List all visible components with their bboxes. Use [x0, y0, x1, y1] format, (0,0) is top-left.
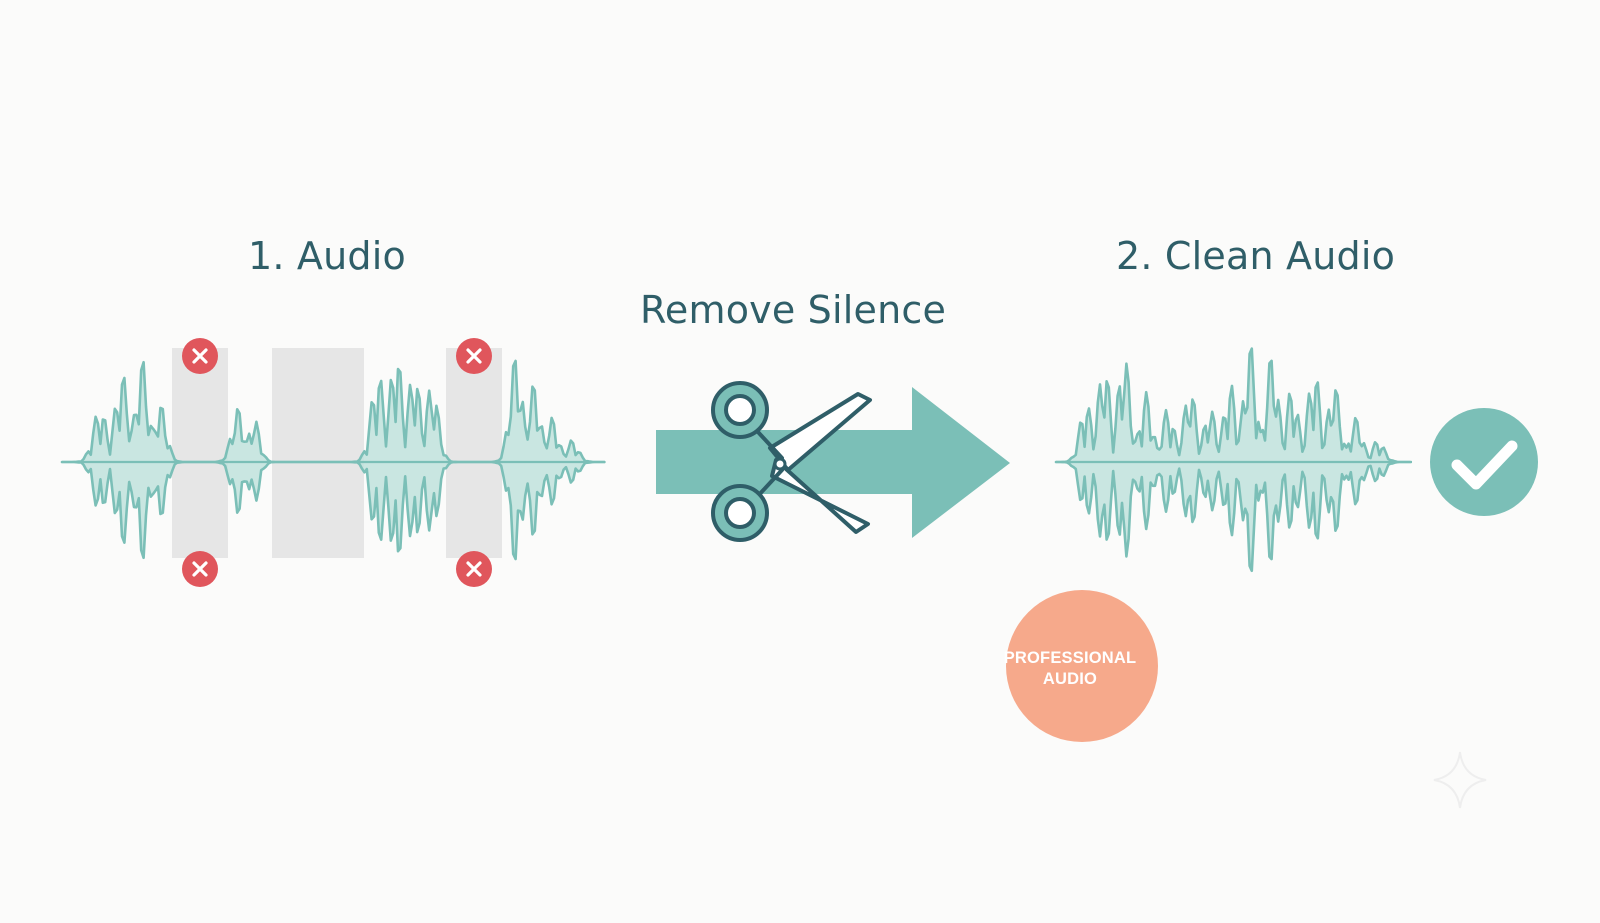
badge-line-2: AUDIO — [1042, 670, 1098, 688]
clean-waveform — [1054, 347, 1412, 573]
arrow-icon — [656, 387, 1010, 538]
remove-icon — [182, 551, 218, 587]
checkmark-icon — [1430, 408, 1538, 516]
silence-block — [172, 348, 228, 558]
action-label: Remove Silence — [640, 288, 947, 332]
step-one-title: 1. Audio — [248, 234, 406, 278]
original-waveform — [60, 359, 606, 561]
remove-icon — [456, 551, 492, 587]
remove-icon — [456, 338, 492, 374]
sparkle-icon — [1433, 751, 1487, 809]
silence-block — [446, 348, 502, 558]
step-two-title: 2. Clean Audio — [1116, 234, 1396, 278]
professional-audio-badge — [1006, 590, 1158, 742]
badge-line-1: PROFESSIONAL — [1003, 649, 1137, 667]
silence-block — [272, 348, 364, 558]
badge-label: PROFESSIONAL AUDIO — [995, 648, 1145, 690]
remove-icon — [182, 338, 218, 374]
scissors-icon — [711, 381, 872, 542]
